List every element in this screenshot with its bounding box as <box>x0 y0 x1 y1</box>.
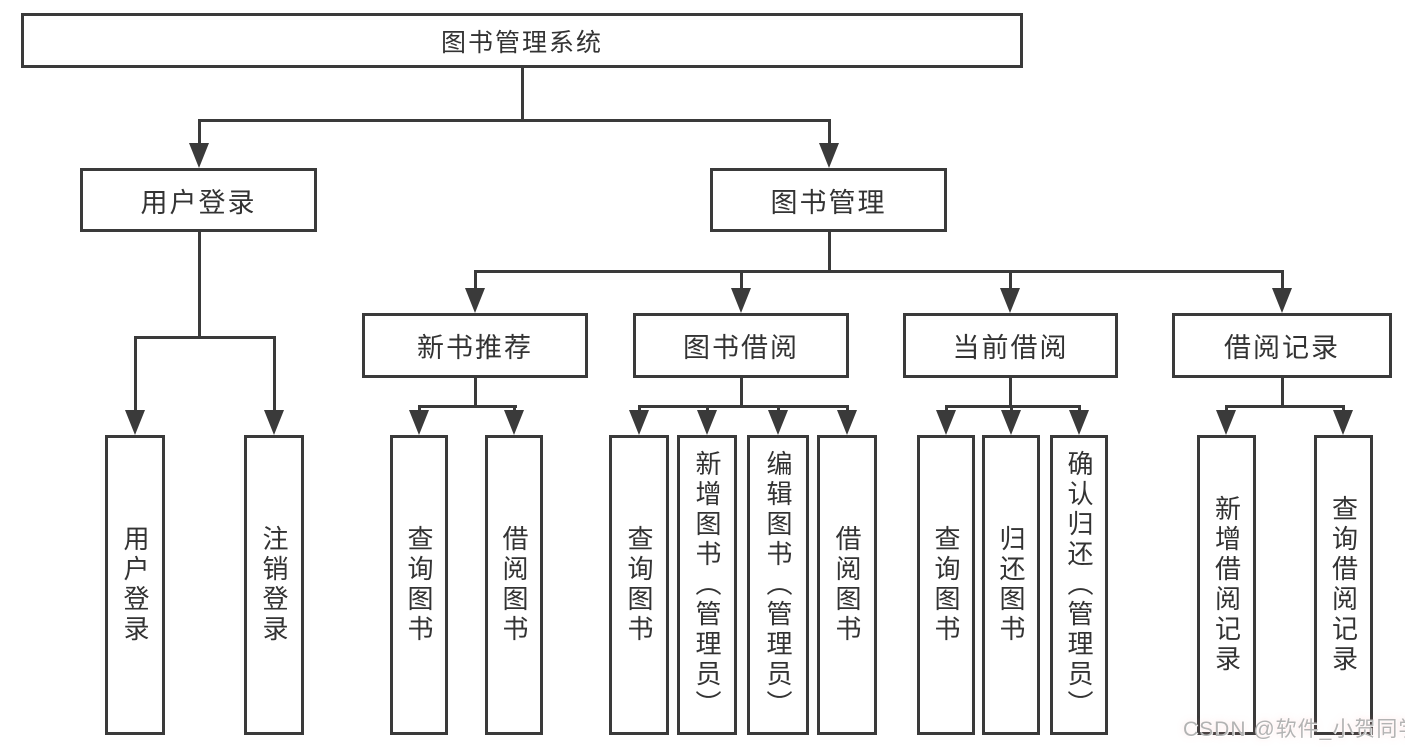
leaf-query-books-borrowing: 查询图书 <box>609 435 669 735</box>
connector-line <box>198 119 831 122</box>
connector-line <box>474 270 1284 273</box>
node-book-borrowing: 图书借阅 <box>633 313 849 378</box>
connector-line <box>273 336 276 413</box>
arrowhead-down-icon <box>1272 288 1292 313</box>
leaf-return-books: 归还图书 <box>982 435 1040 735</box>
leaf-add-books-admin: 新增图书（管理员） <box>677 435 737 735</box>
arrowhead-down-icon <box>125 410 145 435</box>
arrowhead-down-icon <box>731 288 751 313</box>
arrowhead-down-icon <box>837 410 857 435</box>
leaf-label: 查询图书 <box>931 525 961 645</box>
leaf-label: 借阅图书 <box>832 525 862 645</box>
node-new-book-recommendation: 新书推荐 <box>362 313 588 378</box>
node-label: 借阅记录 <box>1224 333 1340 363</box>
connector-line <box>945 405 1081 408</box>
arrowhead-down-icon <box>697 410 717 435</box>
connector-line <box>198 119 201 147</box>
leaf-query-borrow-record: 查询借阅记录 <box>1314 435 1373 735</box>
leaf-label: 归还图书 <box>996 525 1026 645</box>
leaf-label: 新增借阅记录 <box>1211 495 1242 675</box>
leaf-logout: 注销登录 <box>244 435 304 735</box>
leaf-label: 查询图书 <box>404 525 434 645</box>
connector-line <box>1281 378 1284 408</box>
arrowhead-down-icon <box>1333 410 1353 435</box>
connector-line <box>134 336 276 339</box>
node-label: 图书管理系统 <box>440 28 603 57</box>
leaf-user-login: 用户登录 <box>105 435 165 735</box>
node-label: 图书借阅 <box>683 333 799 363</box>
node-user-login: 用户登录 <box>80 168 317 232</box>
leaf-label: 新增图书（管理员） <box>692 450 722 720</box>
connector-line <box>1009 270 1012 291</box>
arrowhead-down-icon <box>504 410 524 435</box>
arrowhead-down-icon <box>1069 410 1089 435</box>
leaf-query-books-recommend: 查询图书 <box>390 435 448 735</box>
node-current-borrowing: 当前借阅 <box>903 313 1118 378</box>
arrowhead-down-icon <box>819 143 839 168</box>
leaf-borrow-books-borrowing: 借阅图书 <box>817 435 877 735</box>
arrowhead-down-icon <box>1000 288 1020 313</box>
connector-line <box>474 378 477 408</box>
arrowhead-down-icon <box>409 410 429 435</box>
connector-line <box>740 270 743 291</box>
connector-line <box>418 405 517 408</box>
connector-line <box>828 232 831 273</box>
node-borrowing-records: 借阅记录 <box>1172 313 1392 378</box>
csdn-watermark: CSDN @软件_小贺同学 <box>1183 718 1405 741</box>
connector-line <box>134 336 137 413</box>
leaf-label: 注销登录 <box>259 525 289 645</box>
node-label: 当前借阅 <box>952 333 1069 363</box>
arrowhead-down-icon <box>1216 410 1236 435</box>
arrowhead-down-icon <box>768 410 788 435</box>
arrowhead-down-icon <box>465 288 485 313</box>
leaf-confirm-return-admin: 确认归还（管理员） <box>1050 435 1108 735</box>
leaf-add-borrow-record: 新增借阅记录 <box>1197 435 1256 735</box>
node-library-management-system: 图书管理系统 <box>21 13 1023 68</box>
connector-line <box>1009 378 1012 408</box>
node-book-management: 图书管理 <box>710 168 947 232</box>
leaf-label: 确认归还（管理员） <box>1064 450 1094 720</box>
leaf-borrow-books-recommend: 借阅图书 <box>485 435 543 735</box>
leaf-query-books-current: 查询图书 <box>917 435 975 735</box>
arrowhead-down-icon <box>189 143 209 168</box>
connector-line <box>474 270 477 291</box>
leaf-edit-books-admin: 编辑图书（管理员） <box>747 435 809 735</box>
node-label: 用户登录 <box>140 187 257 218</box>
connector-line <box>198 232 201 339</box>
arrowhead-down-icon <box>1001 410 1021 435</box>
leaf-label: 查询图书 <box>624 525 654 645</box>
leaf-label: 用户登录 <box>120 525 150 645</box>
connector-line <box>740 378 743 408</box>
node-label: 新书推荐 <box>417 333 533 363</box>
connector-line <box>638 405 849 408</box>
arrowhead-down-icon <box>936 410 956 435</box>
leaf-label: 编辑图书（管理员） <box>763 450 793 720</box>
arrowhead-down-icon <box>629 410 649 435</box>
connector-line <box>1281 270 1284 291</box>
node-label: 图书管理 <box>770 187 887 218</box>
connector-line <box>521 68 524 121</box>
connector-line <box>1225 405 1345 408</box>
leaf-label: 借阅图书 <box>499 525 529 645</box>
leaf-label: 查询借阅记录 <box>1328 495 1359 675</box>
connector-line <box>828 119 831 147</box>
arrowhead-down-icon <box>264 410 284 435</box>
